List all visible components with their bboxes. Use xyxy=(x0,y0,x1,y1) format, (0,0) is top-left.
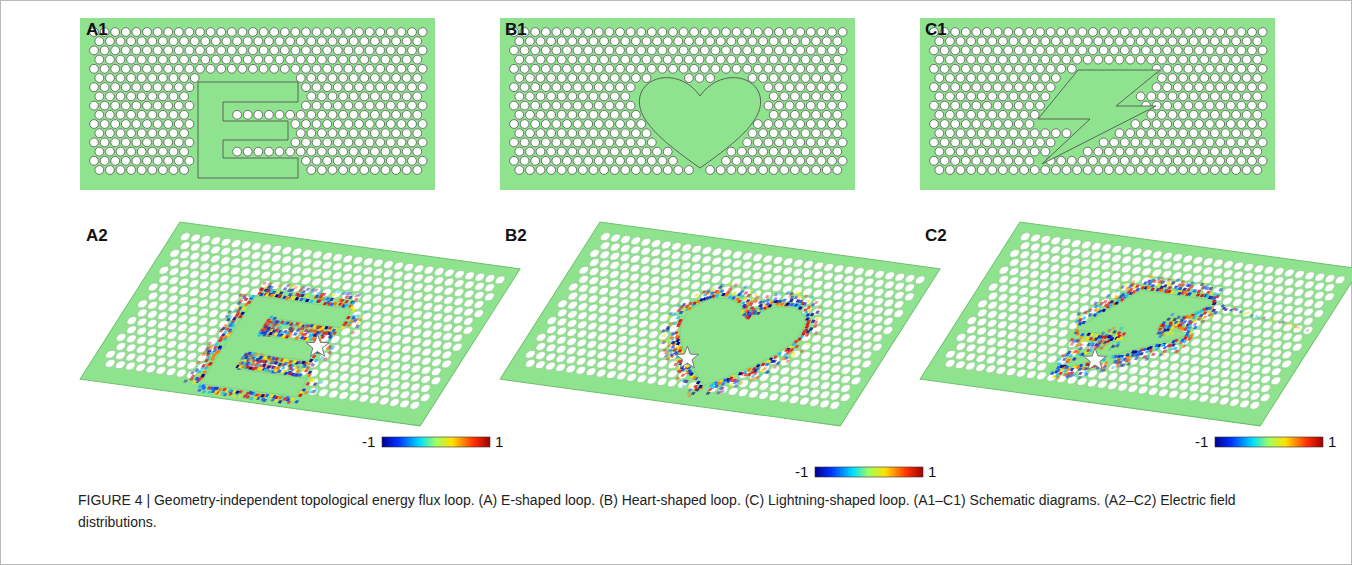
field-plate xyxy=(920,222,1352,426)
schematic-panel xyxy=(500,18,855,190)
loop-shape xyxy=(200,296,352,397)
panel-label: A1 xyxy=(86,20,108,40)
field-distribution xyxy=(178,278,378,408)
source-star xyxy=(1084,348,1107,370)
colorbar xyxy=(382,437,490,447)
field-plate xyxy=(500,222,940,426)
field-distribution xyxy=(1037,268,1331,407)
colorbar-label: 1 xyxy=(1328,433,1336,450)
figure-caption: FIGURE 4 | Geometry-independent topologi… xyxy=(78,490,1293,533)
panel-label: B2 xyxy=(505,226,527,246)
field-distribution xyxy=(622,277,841,409)
field-plate xyxy=(80,222,520,426)
loop-shape xyxy=(1038,70,1160,164)
air-hole-lattice xyxy=(518,232,927,411)
air-hole-lattice xyxy=(98,232,507,411)
colorbar-label: 1 xyxy=(928,463,936,480)
air-hole-lattice xyxy=(930,28,1267,175)
colorbar-label: -1 xyxy=(362,433,375,450)
panel-label: C1 xyxy=(925,20,947,40)
schematic-panel xyxy=(80,18,435,190)
colorbar xyxy=(1215,437,1323,447)
panel-label: A2 xyxy=(86,226,108,246)
colorbar-label: -1 xyxy=(1195,433,1208,450)
panel-label: B1 xyxy=(505,20,527,40)
loop-shape xyxy=(639,78,760,168)
air-hole-lattice xyxy=(510,28,847,175)
colorbar xyxy=(815,467,923,477)
schematic-panel xyxy=(920,18,1275,190)
source-star xyxy=(306,335,329,357)
colorbar-label: -1 xyxy=(795,463,808,480)
loop-shape xyxy=(1048,285,1219,387)
air-hole-lattice xyxy=(938,232,1347,411)
loop-shape xyxy=(646,295,815,394)
source-stars xyxy=(306,335,1106,370)
colorbar-label: 1 xyxy=(495,433,503,450)
source-star xyxy=(676,346,699,368)
loop-shape xyxy=(198,82,298,178)
panel-label: C2 xyxy=(925,226,947,246)
